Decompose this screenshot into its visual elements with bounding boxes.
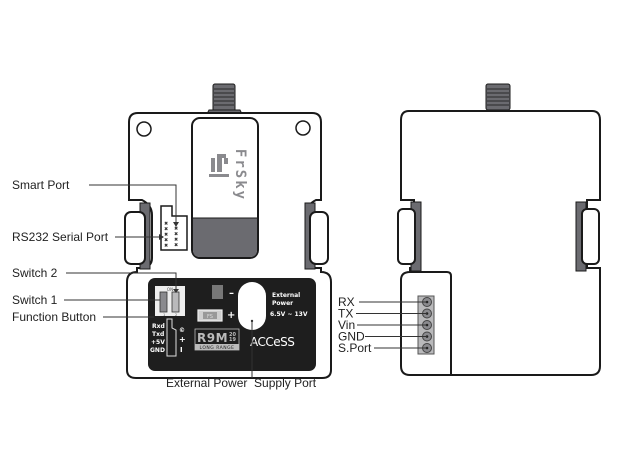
label-rs232: RS232 Serial Port: [12, 230, 109, 244]
r9m-logo: R9M 20 19 LONG RANGE: [194, 328, 240, 351]
back-side-clip-right: [575, 201, 600, 272]
long-range-text: LONG RANGE: [200, 345, 235, 351]
switch-2[interactable]: [171, 291, 180, 313]
pin-label-rxd: Rxd: [152, 323, 165, 330]
switch-1[interactable]: [159, 291, 168, 313]
year-top: 20: [229, 332, 236, 338]
pin-label-txd: Txd: [152, 331, 164, 338]
antenna-cover: FrSky: [191, 117, 259, 259]
rs232-pins: ✖✖✖✖✖: [164, 221, 168, 249]
side-clip-left: [124, 202, 151, 270]
label-function-button: Function Button: [12, 310, 96, 324]
label-switch1: Switch 1: [12, 293, 58, 307]
plus-sign: +: [227, 310, 235, 321]
fs-label: FS: [207, 314, 213, 320]
year-bottom: 19: [229, 337, 236, 343]
sma-connector-back: [485, 83, 511, 111]
switch-2-num: 2: [175, 313, 177, 317]
minus-sign: –: [229, 288, 234, 299]
smart-port-pin: ✖: [174, 226, 178, 232]
front-view: FrSky ✖✖✖✖✖ ✖✖✖✖ ON 1 2: [12, 83, 332, 390]
back-side-clip-left: [397, 201, 422, 272]
serial-port-header: ✖✖✖✖✖ ✖✖✖✖: [160, 205, 188, 251]
rs232-pin: ✖: [164, 227, 168, 233]
smart-port-pins: ✖✖✖✖: [174, 226, 178, 249]
label-switch2: Switch 2: [12, 266, 58, 280]
frsky-logo-icon: [209, 154, 229, 177]
rs232-pin: ✖: [164, 238, 168, 244]
back-label-tx: TX: [338, 307, 353, 321]
back-port-housing: [410, 271, 452, 375]
back-label-gnd: GND: [338, 330, 365, 344]
external-power-port[interactable]: [238, 282, 266, 330]
back-label-sport: S.Port: [338, 341, 372, 355]
leader-arrow-tips: [159, 222, 179, 293]
access-logo: ACCeSS: [250, 335, 294, 349]
switch-1-num: 1: [163, 313, 165, 317]
ext-power-line2: Power: [272, 300, 293, 307]
pin-label-gnd: GND: [150, 347, 165, 354]
pin-side-label-3: I: [180, 346, 183, 354]
side-clip-right: [304, 202, 329, 270]
model-text: R9M: [197, 331, 228, 345]
pin-side-label-1: ©: [179, 327, 185, 334]
rs232-pin: ✖: [164, 221, 168, 227]
label-ext-power-port: External Power Supply Port: [166, 376, 317, 390]
pin-side-label-2: +: [179, 335, 186, 344]
smart-port-pin: ✖: [174, 237, 178, 243]
smart-port-pin: ✖: [174, 232, 178, 238]
status-led: [212, 285, 223, 299]
back-label-rx: RX: [338, 295, 355, 309]
label-smart-port: Smart Port: [12, 178, 70, 192]
function-button[interactable]: [166, 318, 177, 357]
rs232-pin: ✖: [164, 232, 168, 238]
back-label-vin: Vin: [338, 318, 355, 332]
back-leader-lines: [356, 301, 427, 349]
mount-hole-right: [295, 120, 311, 136]
ext-power-line1: External: [272, 292, 300, 299]
switch-on-label: ON: [167, 287, 173, 292]
mount-hole-left: [136, 121, 152, 137]
smart-port-pin: ✖: [174, 243, 178, 249]
rs232-pin: ✖: [164, 243, 168, 249]
antenna-brand-text: FrSky: [232, 149, 248, 201]
control-panel: ON 1 2 Rxd Txd +5V GND © + I – FS + Exte…: [148, 278, 316, 371]
front-leader-lines: [64, 184, 253, 378]
pin-label-5v: +5V: [151, 339, 165, 346]
ext-power-range: 6.5V ~ 13V: [270, 311, 308, 318]
